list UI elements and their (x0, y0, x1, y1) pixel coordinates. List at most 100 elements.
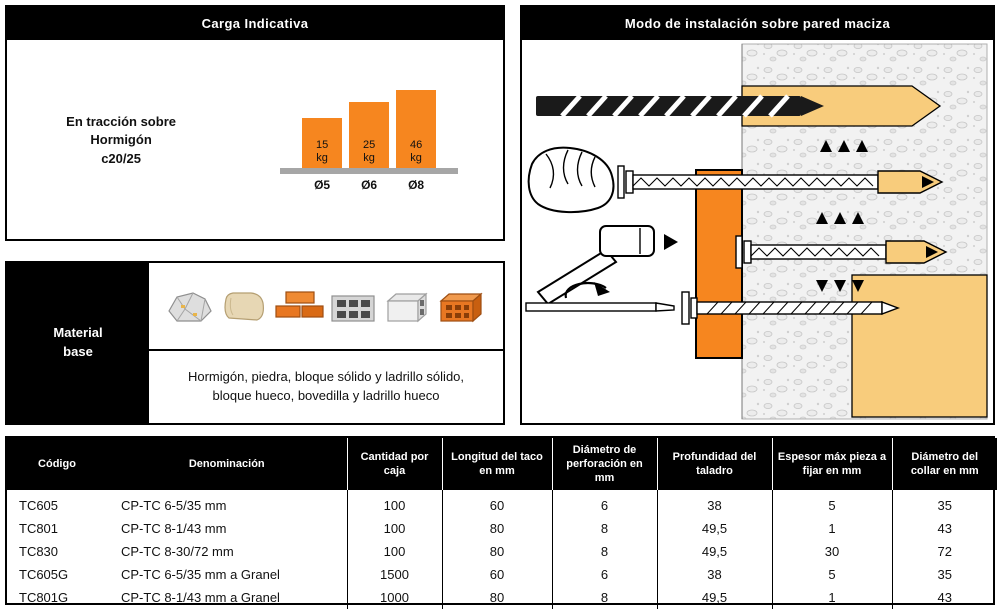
carga-indicativa-title: Carga Indicativa (7, 7, 503, 40)
cell-longitud: 80 (441, 586, 552, 609)
material-base-content: Hormigón, piedra, bloque sólido y ladril… (149, 263, 503, 423)
table-row: TC605 CP-TC 6-5/35 mm 100 60 6 38 5 35 (7, 490, 997, 517)
condition-line: En tracción sobre (66, 114, 176, 130)
cell-codigo: TC801G (19, 590, 69, 605)
drill-bit-icon (536, 94, 824, 118)
cell-codigo: TC830 (19, 544, 59, 559)
hollow-block-icon (331, 295, 375, 322)
installation-panel: Modo de instalación sobre pared maciza (520, 5, 995, 425)
material-base-label: Material base (7, 263, 149, 423)
cell-profundidad: 49,5 (656, 540, 772, 563)
cell-espesor: 5 (771, 563, 892, 586)
cell-perforacion: 8 (551, 586, 657, 609)
cell-perforacion: 8 (551, 517, 657, 540)
cell-espesor: 5 (771, 490, 892, 517)
cell-longitud: 60 (441, 563, 552, 586)
table-header-row: Código Denominación Cantidad por caja Lo… (7, 438, 997, 490)
cell-profundidad: 38 (656, 563, 772, 586)
cell-collar: 35 (891, 563, 997, 586)
cell-cantidad: 1500 (346, 563, 442, 586)
cell-longitud: 80 (441, 517, 552, 540)
screwdriver-icon (525, 281, 675, 312)
cell-perforacion: 8 (551, 540, 657, 563)
cell-espesor: 1 (771, 586, 892, 609)
hand-icon (527, 146, 615, 214)
installation-illustration (525, 43, 988, 420)
col-header-denominacion: Denominación (107, 438, 347, 490)
screw-icon (681, 291, 900, 325)
cell-profundidad: 49,5 (656, 586, 772, 609)
cell-collar: 72 (891, 540, 997, 563)
col-header-cantidad: Cantidad por caja (346, 438, 442, 490)
material-description: Hormigón, piedra, bloque sólido y ladril… (187, 369, 465, 403)
cell-denominacion: CP-TC 6-5/35 mm a Granel (121, 567, 280, 582)
table-row: TC801G CP-TC 8-1/43 mm a Granel 1000 80 … (7, 586, 997, 609)
cell-perforacion: 6 (551, 563, 657, 586)
table-row: TC801 CP-TC 8-1/43 mm 100 80 8 49,5 1 43 (7, 517, 997, 540)
cell-collar: 43 (891, 586, 997, 609)
cell-profundidad: 49,5 (656, 517, 772, 540)
category-labels: Ø5 Ø6 Ø8 (302, 178, 436, 192)
cell-espesor: 1 (771, 517, 892, 540)
material-base-panel: Material base (5, 261, 505, 425)
cell-cantidad: 100 (346, 517, 442, 540)
carga-indicativa-panel: Carga Indicativa En tracción sobre Hormi… (5, 5, 505, 241)
chart-baseline (280, 167, 459, 174)
cell-codigo: TC605G (19, 567, 69, 582)
cell-denominacion: CP-TC 8-30/72 mm (121, 544, 234, 559)
product-spec-table: Código Denominación Cantidad por caja Lo… (7, 438, 997, 609)
installation-diagram (522, 40, 993, 423)
category-label: Ø8 (408, 177, 425, 192)
col-header-collar: Diámetro del collar en mm (891, 438, 997, 490)
fixed-piece (851, 274, 988, 418)
cell-cantidad: 100 (346, 490, 442, 517)
cell-collar: 43 (891, 517, 997, 540)
cell-codigo: TC605 (19, 498, 59, 513)
table-row: TC830 CP-TC 8-30/72 mm 100 80 8 49,5 30 … (7, 540, 997, 563)
condition-line: Hormigón (90, 132, 152, 148)
cell-denominacion: CP-TC 6-5/35 mm (121, 498, 227, 513)
cell-espesor: 30 (771, 540, 892, 563)
category-label: Ø5 (314, 177, 331, 192)
hammer-icon (536, 225, 678, 306)
cell-denominacion: CP-TC 8-1/43 mm a Granel (121, 590, 280, 605)
col-header-codigo: Código (7, 438, 107, 490)
cell-cantidad: 100 (346, 540, 442, 563)
stone-rubble-icon (168, 292, 212, 322)
cell-perforacion: 6 (551, 490, 657, 517)
plug-inserted-icon (735, 212, 948, 292)
concrete-block-icon (386, 292, 429, 323)
col-header-espesor: Espesor máx pieza a fijar en mm (771, 438, 892, 490)
cell-longitud: 80 (441, 540, 552, 563)
col-header-longitud: Longitud del taco en mm (441, 438, 552, 490)
material-icons-row (149, 263, 503, 351)
perforated-brick-icon (439, 292, 483, 323)
cell-denominacion: CP-TC 8-1/43 mm (121, 521, 227, 536)
cell-collar: 35 (891, 490, 997, 517)
bricks-stack-icon (275, 291, 324, 318)
product-spec-table-wrap: Código Denominación Cantidad por caja Lo… (5, 436, 997, 609)
cell-profundidad: 38 (656, 490, 772, 517)
material-title-line: base (63, 344, 93, 359)
col-header-profundidad: Profundidad del taladro (656, 438, 772, 490)
cell-longitud: 60 (441, 490, 552, 517)
col-header-perforacion: Diámetro de perforación en mm (551, 438, 657, 490)
cell-cantidad: 1000 (346, 586, 442, 609)
category-label: Ø6 (361, 177, 378, 192)
table-row: TC605G CP-TC 6-5/35 mm a Granel 1500 60 … (7, 563, 997, 586)
cell-codigo: TC801 (19, 521, 59, 536)
hand-inserting-plug-icon (527, 140, 944, 214)
fixture-strip (695, 169, 743, 359)
material-title-line: Material (53, 325, 103, 341)
installation-title: Modo de instalación sobre pared maciza (522, 7, 993, 40)
condition-line: c20/25 (101, 150, 141, 166)
